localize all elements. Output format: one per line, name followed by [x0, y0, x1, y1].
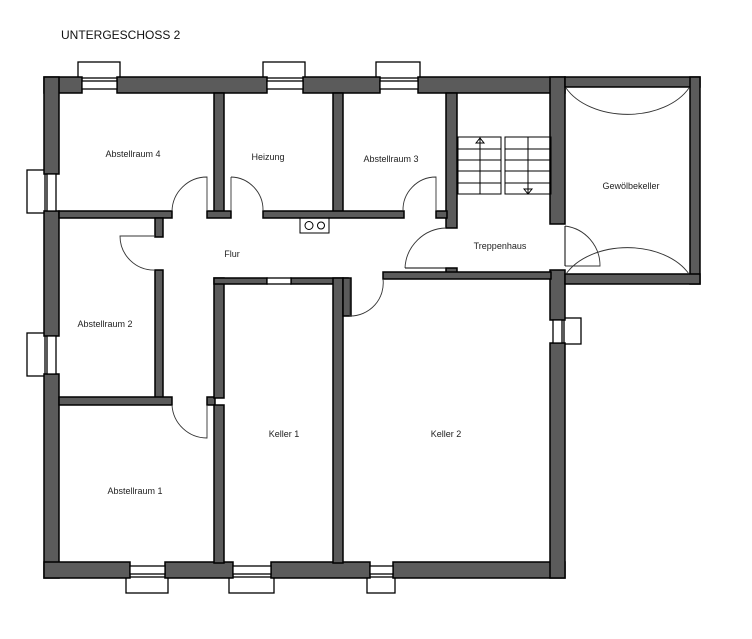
room-label-abstellraum3: Abstellraum 3 [363, 154, 418, 164]
room-label-flur: Flur [224, 249, 240, 259]
room-label-keller2: Keller 2 [431, 429, 462, 439]
stair-arrow-up-icon [474, 137, 486, 144]
stair-arrow-down-icon [522, 188, 534, 195]
stairs [457, 136, 552, 195]
vault-arc-top [565, 87, 690, 115]
room-label-keller1: Keller 1 [269, 429, 300, 439]
boiler-icon [299, 217, 330, 234]
room-label-treppenhaus: Treppenhaus [474, 241, 527, 251]
room-label-abstellraum1: Abstellraum 1 [107, 486, 162, 496]
room-label-abstellraum2: Abstellraum 2 [77, 319, 132, 329]
windows [26, 61, 582, 594]
room-label-abstellraum4: Abstellraum 4 [105, 149, 160, 159]
plan-title: UNTERGESCHOSS 2 [61, 28, 181, 42]
room-label-gewoelbekeller: Gewölbekeller [602, 181, 659, 191]
doors [119, 176, 601, 439]
room-label-heizung: Heizung [251, 152, 284, 162]
vault-arc-bottom [565, 247, 690, 275]
window-sashes [46, 80, 563, 575]
